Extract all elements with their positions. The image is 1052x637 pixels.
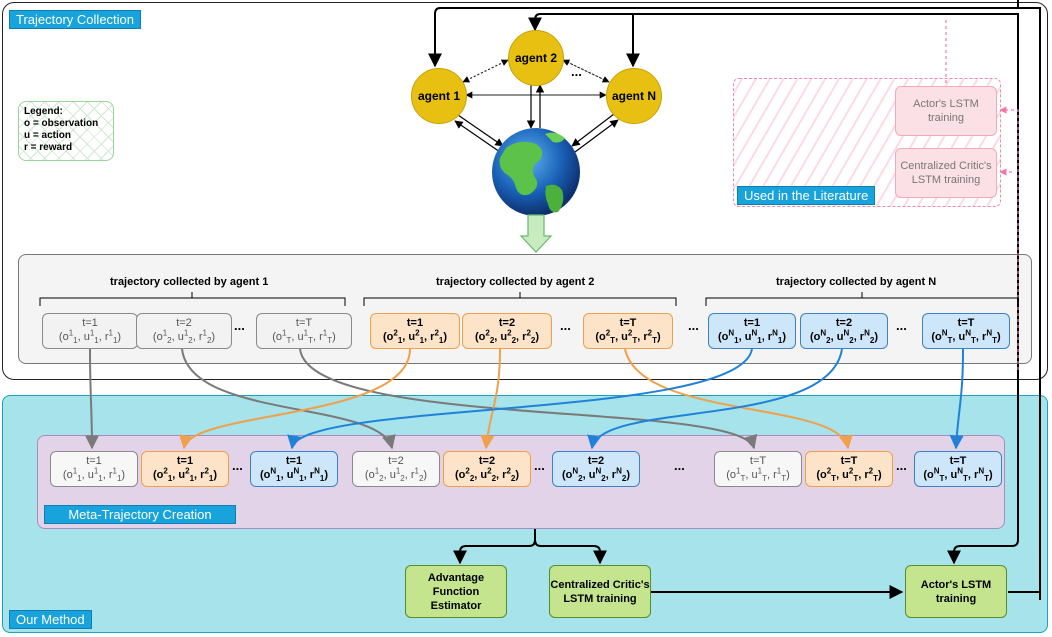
legend-title: Legend:	[24, 106, 63, 117]
legend-observation: o = observation	[24, 118, 99, 129]
centralized-critic-lstm-box: Centralized Critic's LSTM training	[549, 565, 651, 618]
ellipsis-an: ...	[896, 318, 907, 333]
caption-agent-1: trajectory collected by agent 1	[110, 276, 269, 288]
ellipsis-between-agents: ...	[688, 318, 699, 333]
loop-to-actor	[947, 380, 1019, 565]
traj-an-t2: t=2(oN2, uN2, rN2)	[800, 313, 888, 349]
trajectory-collection-label: Trajectory Collection	[9, 10, 142, 29]
traj-a2-tT: t=T(o2T, u2T, r2T)	[583, 313, 673, 349]
meta-t2-a1: t=2(o12, u12, r12)	[352, 451, 440, 487]
ellipsis-meta-t2: ...	[534, 458, 545, 473]
agent-1-node: agent 1	[411, 68, 467, 124]
legend-action: u = action	[24, 130, 71, 141]
advantage-function-estimator-box: Advantage Function Estimator	[405, 565, 507, 618]
traj-a1-tT: t=T(o1T, u1T, r1T)	[256, 313, 352, 349]
ellipsis-meta-tT: ...	[896, 458, 907, 473]
actor-lstm-box: Actor's LSTM training	[905, 565, 1007, 618]
legend-box: Legend: o = observation u = action r = r…	[18, 101, 114, 161]
ellipsis-meta-t1: ...	[232, 458, 243, 473]
meta-tT-a2: t=T(o2T, u2T, r2T)	[805, 451, 893, 487]
literature-actor-box: Actor's LSTM training	[895, 86, 997, 136]
agent-2-node: agent 2	[508, 30, 564, 86]
traj-a2-t2: t=2(o22, u22, r22)	[462, 313, 552, 349]
meta-tT-a1: t=T(o1T, u1T, r1T)	[714, 451, 802, 487]
caption-agent-2: trajectory collected by agent 2	[436, 276, 595, 288]
meta-t2-an: t=2(oN2, uN2, rN2)	[552, 451, 640, 487]
traj-an-tT: t=T(oNT, uNT, rNT)	[922, 313, 1010, 349]
agent-n-node: agent N	[606, 68, 662, 124]
meta-tT-an: t=T(oNT, uNT, rNT)	[914, 451, 1002, 487]
loop-to-agent1	[428, 7, 1041, 600]
legend-reward: r = reward	[24, 142, 73, 153]
traj-an-t1: t=1(oN1, uN1, rN1)	[708, 313, 796, 349]
caption-agent-n: trajectory collected by agent N	[776, 276, 937, 288]
used-in-literature-label: Used in the Literature	[737, 186, 876, 205]
meta-t2-a2: t=2(o22, u22, r22)	[443, 451, 531, 487]
literature-critic-box: Centralized Critic's LSTM training	[895, 148, 997, 198]
loop-to-agent2	[528, 13, 1019, 380]
agent-ellipsis: ...	[571, 64, 582, 79]
meta-t1-a1: t=1(o11, u11, r11)	[50, 451, 138, 487]
meta-trajectory-label: Meta-Trajectory Creation	[44, 505, 236, 524]
meta-t1-a2: t=1(o21, u21, r21)	[141, 451, 229, 487]
earth-globe-icon	[492, 128, 580, 216]
meta-t1-an: t=1(oN1, uN1, rN1)	[250, 451, 338, 487]
ellipsis-meta-middle: ...	[674, 458, 685, 473]
ellipsis-a2: ...	[560, 318, 571, 333]
traj-a1-t1: t=1(o11, u11, r11)	[42, 313, 138, 349]
traj-a1-t2: t=2(o12, u12, r12)	[136, 313, 232, 349]
down-arrow-icon	[519, 214, 553, 253]
ellipsis-a1: ...	[234, 318, 245, 333]
our-method-label: Our Method	[9, 610, 92, 629]
traj-a2-t1: t=1(o21, u21, r21)	[370, 313, 460, 349]
